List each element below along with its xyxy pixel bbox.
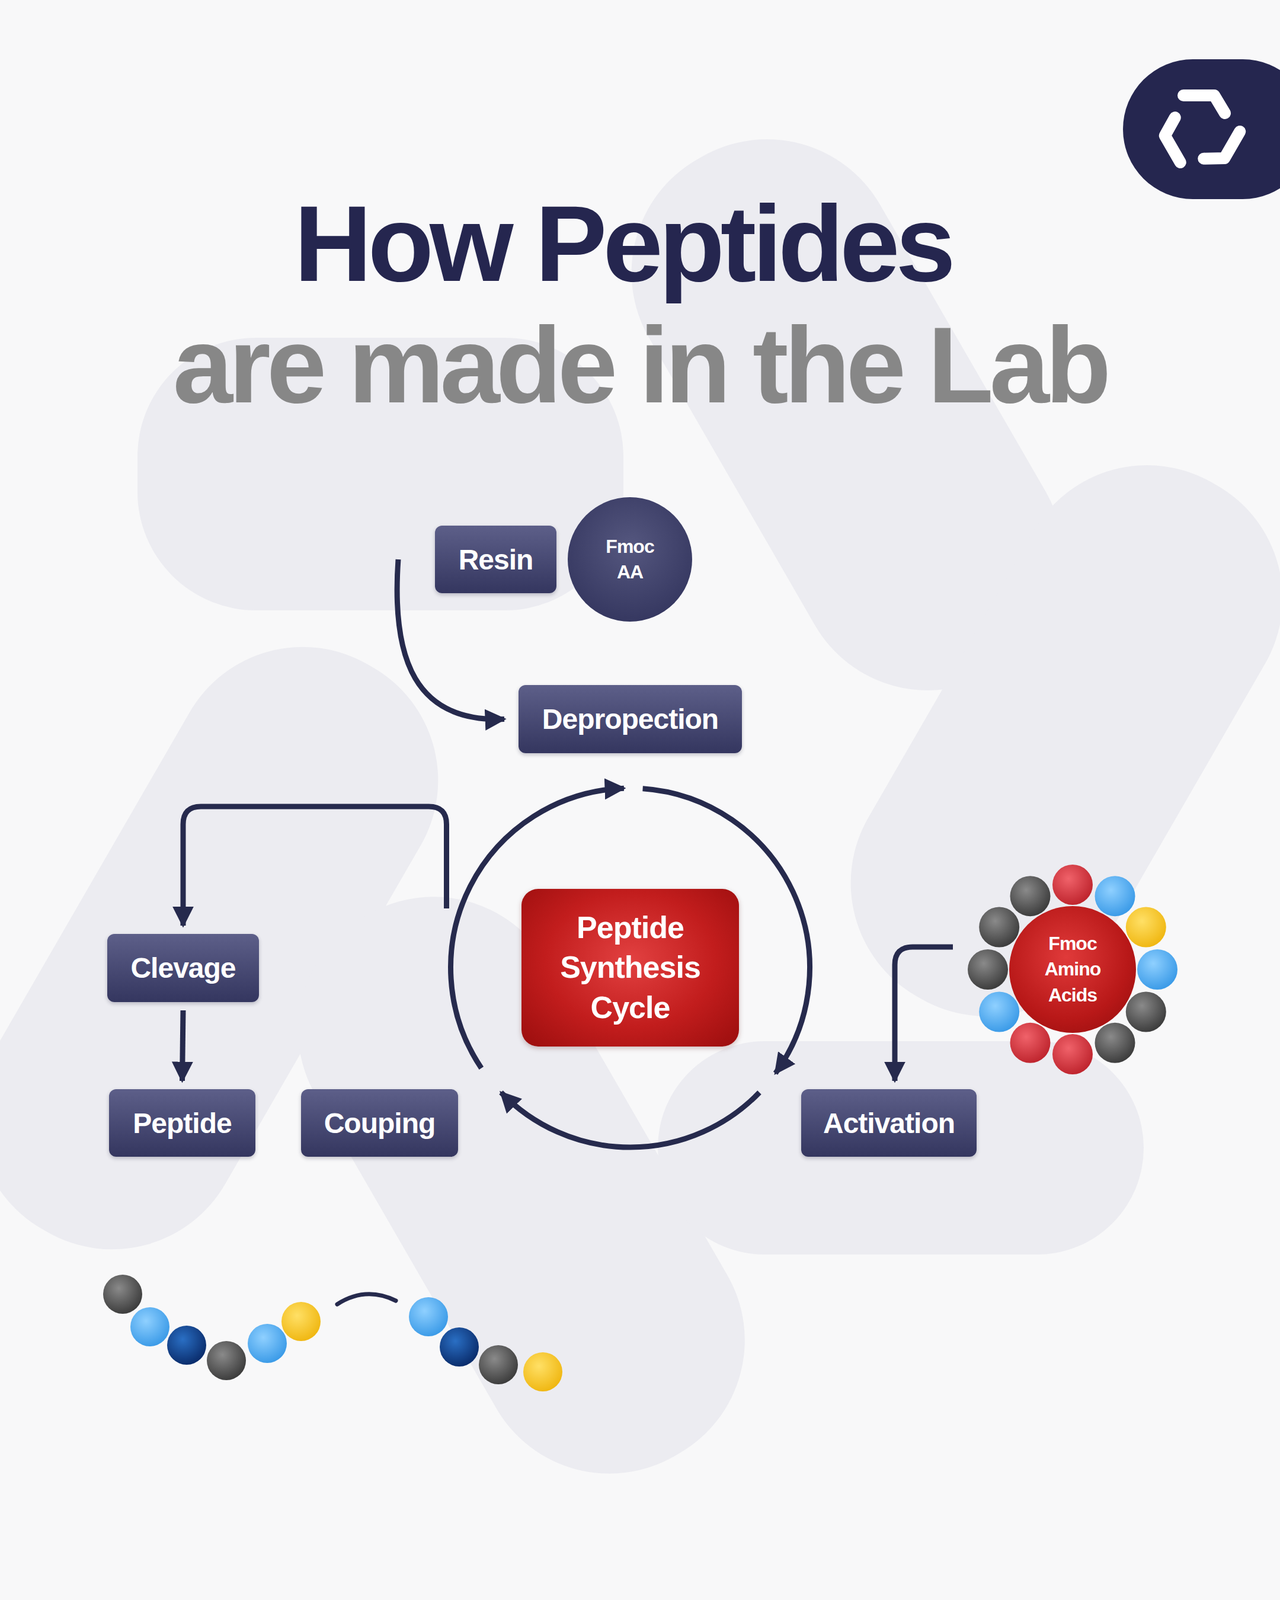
node-text: Fmoc Amino Acids (1037, 930, 1109, 1008)
process-box: Activation (801, 1089, 977, 1157)
process-box: Resin (434, 525, 557, 594)
node-text: Peptide (132, 1106, 232, 1140)
cycle-box: Peptide Synthesis Cycle (521, 888, 739, 1047)
process-box: Couping (301, 1089, 459, 1157)
subtitle: are made in the Lab (173, 311, 1107, 419)
node-text: Couping (324, 1106, 436, 1140)
flow-arrow (183, 806, 447, 926)
node-text: Fmoc AA (597, 533, 663, 585)
title: How Peptides (293, 189, 952, 298)
node-text: Depropection (542, 702, 719, 736)
node-text: Peptide Synthesis Cycle (533, 907, 728, 1029)
process-box: Clevage (107, 933, 259, 1003)
node-text: Activation (823, 1106, 955, 1140)
reagent-circle: Fmoc AA (567, 497, 693, 622)
process-box: Depropection (518, 685, 742, 754)
logo (1122, 59, 1280, 200)
flow-arrow (182, 1010, 184, 1081)
watermark-shapes (0, 91, 1280, 1522)
amino-acid-beads (967, 864, 1178, 1075)
flow-arrow (894, 946, 953, 1081)
product-box: Peptide (109, 1089, 256, 1157)
node-text: Resin (458, 543, 534, 576)
peptide-chain (103, 1274, 563, 1392)
flow-arrow (501, 1092, 760, 1148)
node-text: Clevage (130, 951, 236, 985)
reagent-circle: Fmoc Amino Acids (1009, 906, 1136, 1033)
